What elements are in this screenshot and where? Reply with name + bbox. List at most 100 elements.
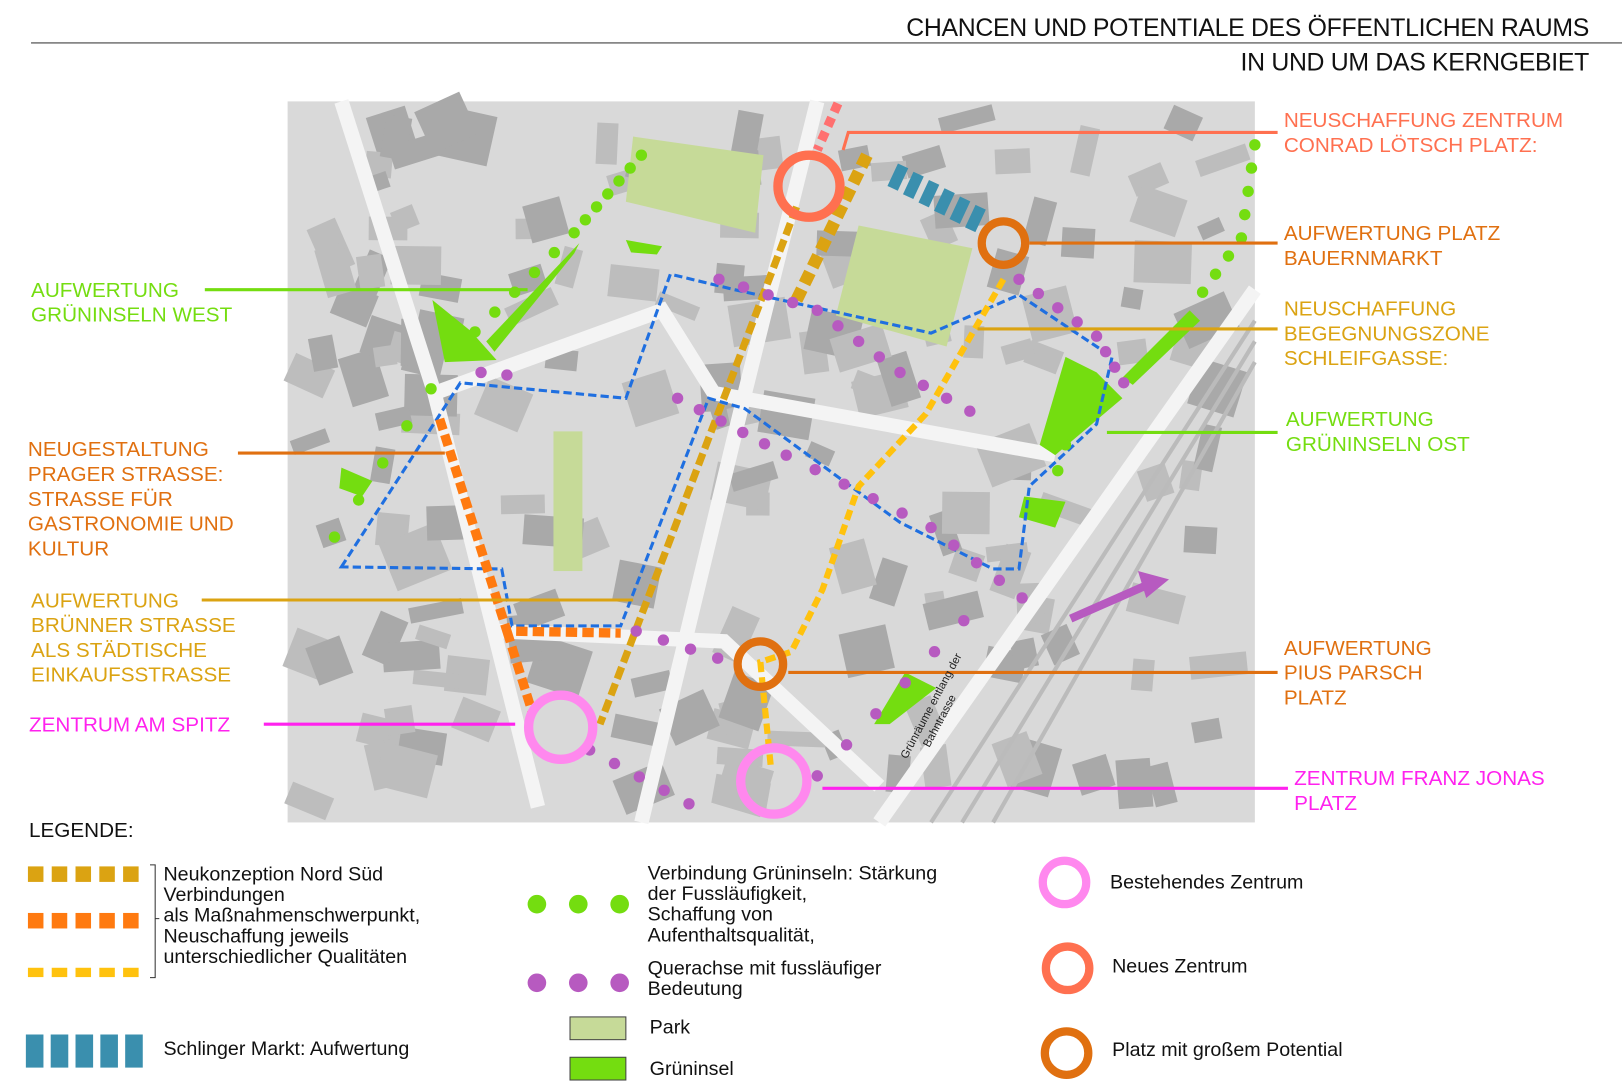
purple-dot <box>1118 377 1130 389</box>
nord-sued-gold-route <box>790 152 873 303</box>
green-dot <box>613 175 625 187</box>
building <box>610 713 665 748</box>
market-stall <box>887 163 909 191</box>
building <box>554 245 584 289</box>
building <box>730 109 764 159</box>
purple-dot <box>964 405 976 417</box>
building <box>850 369 879 397</box>
market-stall <box>965 204 986 233</box>
purple-dot <box>693 403 706 416</box>
building <box>1197 217 1225 241</box>
purple-dot <box>867 492 879 505</box>
green-dot <box>1242 185 1254 198</box>
green-islands <box>339 240 1201 725</box>
building <box>451 696 501 743</box>
building <box>364 150 394 179</box>
purple-dot <box>671 392 684 404</box>
purple-dot <box>737 426 749 439</box>
direction-arrow <box>1069 580 1150 623</box>
building <box>522 196 570 244</box>
purple-dot <box>873 351 886 363</box>
legend-neu-text: Neues Zentrum <box>1112 955 1248 978</box>
title-rule <box>31 42 1622 44</box>
building <box>526 634 593 699</box>
legend-bestehend-text: Bestehendes Zentrum <box>1110 872 1304 894</box>
core-area-boundary <box>338 272 1114 628</box>
purple-dot <box>809 463 821 476</box>
legend-dash <box>27 866 44 882</box>
legend-teal-bar <box>125 1034 143 1068</box>
market-stall <box>918 180 940 208</box>
building <box>1023 339 1065 375</box>
building <box>307 334 339 372</box>
building <box>1009 637 1040 671</box>
building <box>994 148 1031 175</box>
building <box>838 624 895 679</box>
legend-potential-text: Platz mit großem Potential <box>1112 1039 1343 1062</box>
legend-dash <box>27 967 44 978</box>
legend-neu-circle <box>1041 942 1094 995</box>
building <box>289 428 331 455</box>
legend-dash <box>99 912 115 929</box>
nord-sued-orange-route <box>435 417 621 716</box>
legend-dash <box>51 912 68 929</box>
legend-dot <box>610 973 629 993</box>
purple-dot <box>852 335 865 348</box>
market-stall <box>949 196 971 224</box>
market-stall <box>934 188 955 216</box>
purple-dot <box>870 708 882 720</box>
building <box>963 325 985 359</box>
park-area <box>835 225 973 347</box>
purple-dot <box>1052 302 1064 314</box>
nord-sued-yellow-route <box>757 277 1007 766</box>
building <box>1127 162 1170 197</box>
green-dot <box>1235 232 1248 244</box>
green-dot <box>1239 208 1251 221</box>
purple-dot <box>608 757 621 770</box>
purple-dot <box>993 574 1006 587</box>
bestehendes-zentrum-marker <box>523 690 598 764</box>
building <box>383 705 416 736</box>
purple-dot <box>786 296 799 309</box>
purple-dot <box>928 646 941 658</box>
building <box>314 242 357 299</box>
building <box>991 731 1043 788</box>
purple-dot <box>762 289 774 301</box>
legend-symbols <box>25 866 629 1068</box>
legend-teal-bar <box>100 1034 118 1068</box>
legend-dash <box>123 967 139 978</box>
purple-dot <box>633 771 646 783</box>
purple-dot <box>1013 273 1025 286</box>
purple-dot <box>780 449 792 461</box>
building <box>1072 753 1116 796</box>
green-dot <box>449 346 461 358</box>
purple-dot <box>684 643 697 655</box>
purple-dot <box>1071 316 1083 328</box>
green-dot <box>635 149 648 161</box>
building <box>305 635 354 686</box>
building <box>938 104 996 134</box>
building <box>1195 143 1251 177</box>
green-dot <box>568 227 580 239</box>
dot-routes <box>328 139 1261 810</box>
building <box>412 669 461 689</box>
building <box>607 264 660 302</box>
building <box>941 491 990 535</box>
green-dot <box>1196 286 1209 298</box>
legend-schlinger-text: Schlinger Markt: Aufwertung <box>163 1038 410 1061</box>
building <box>901 144 947 179</box>
purple-dot <box>658 784 670 797</box>
purple-dot <box>838 478 850 490</box>
building <box>1145 761 1178 808</box>
potential-platz-marker <box>977 217 1030 269</box>
green-dot <box>1059 439 1072 451</box>
legend-grueninsel-swatch <box>569 1056 627 1081</box>
